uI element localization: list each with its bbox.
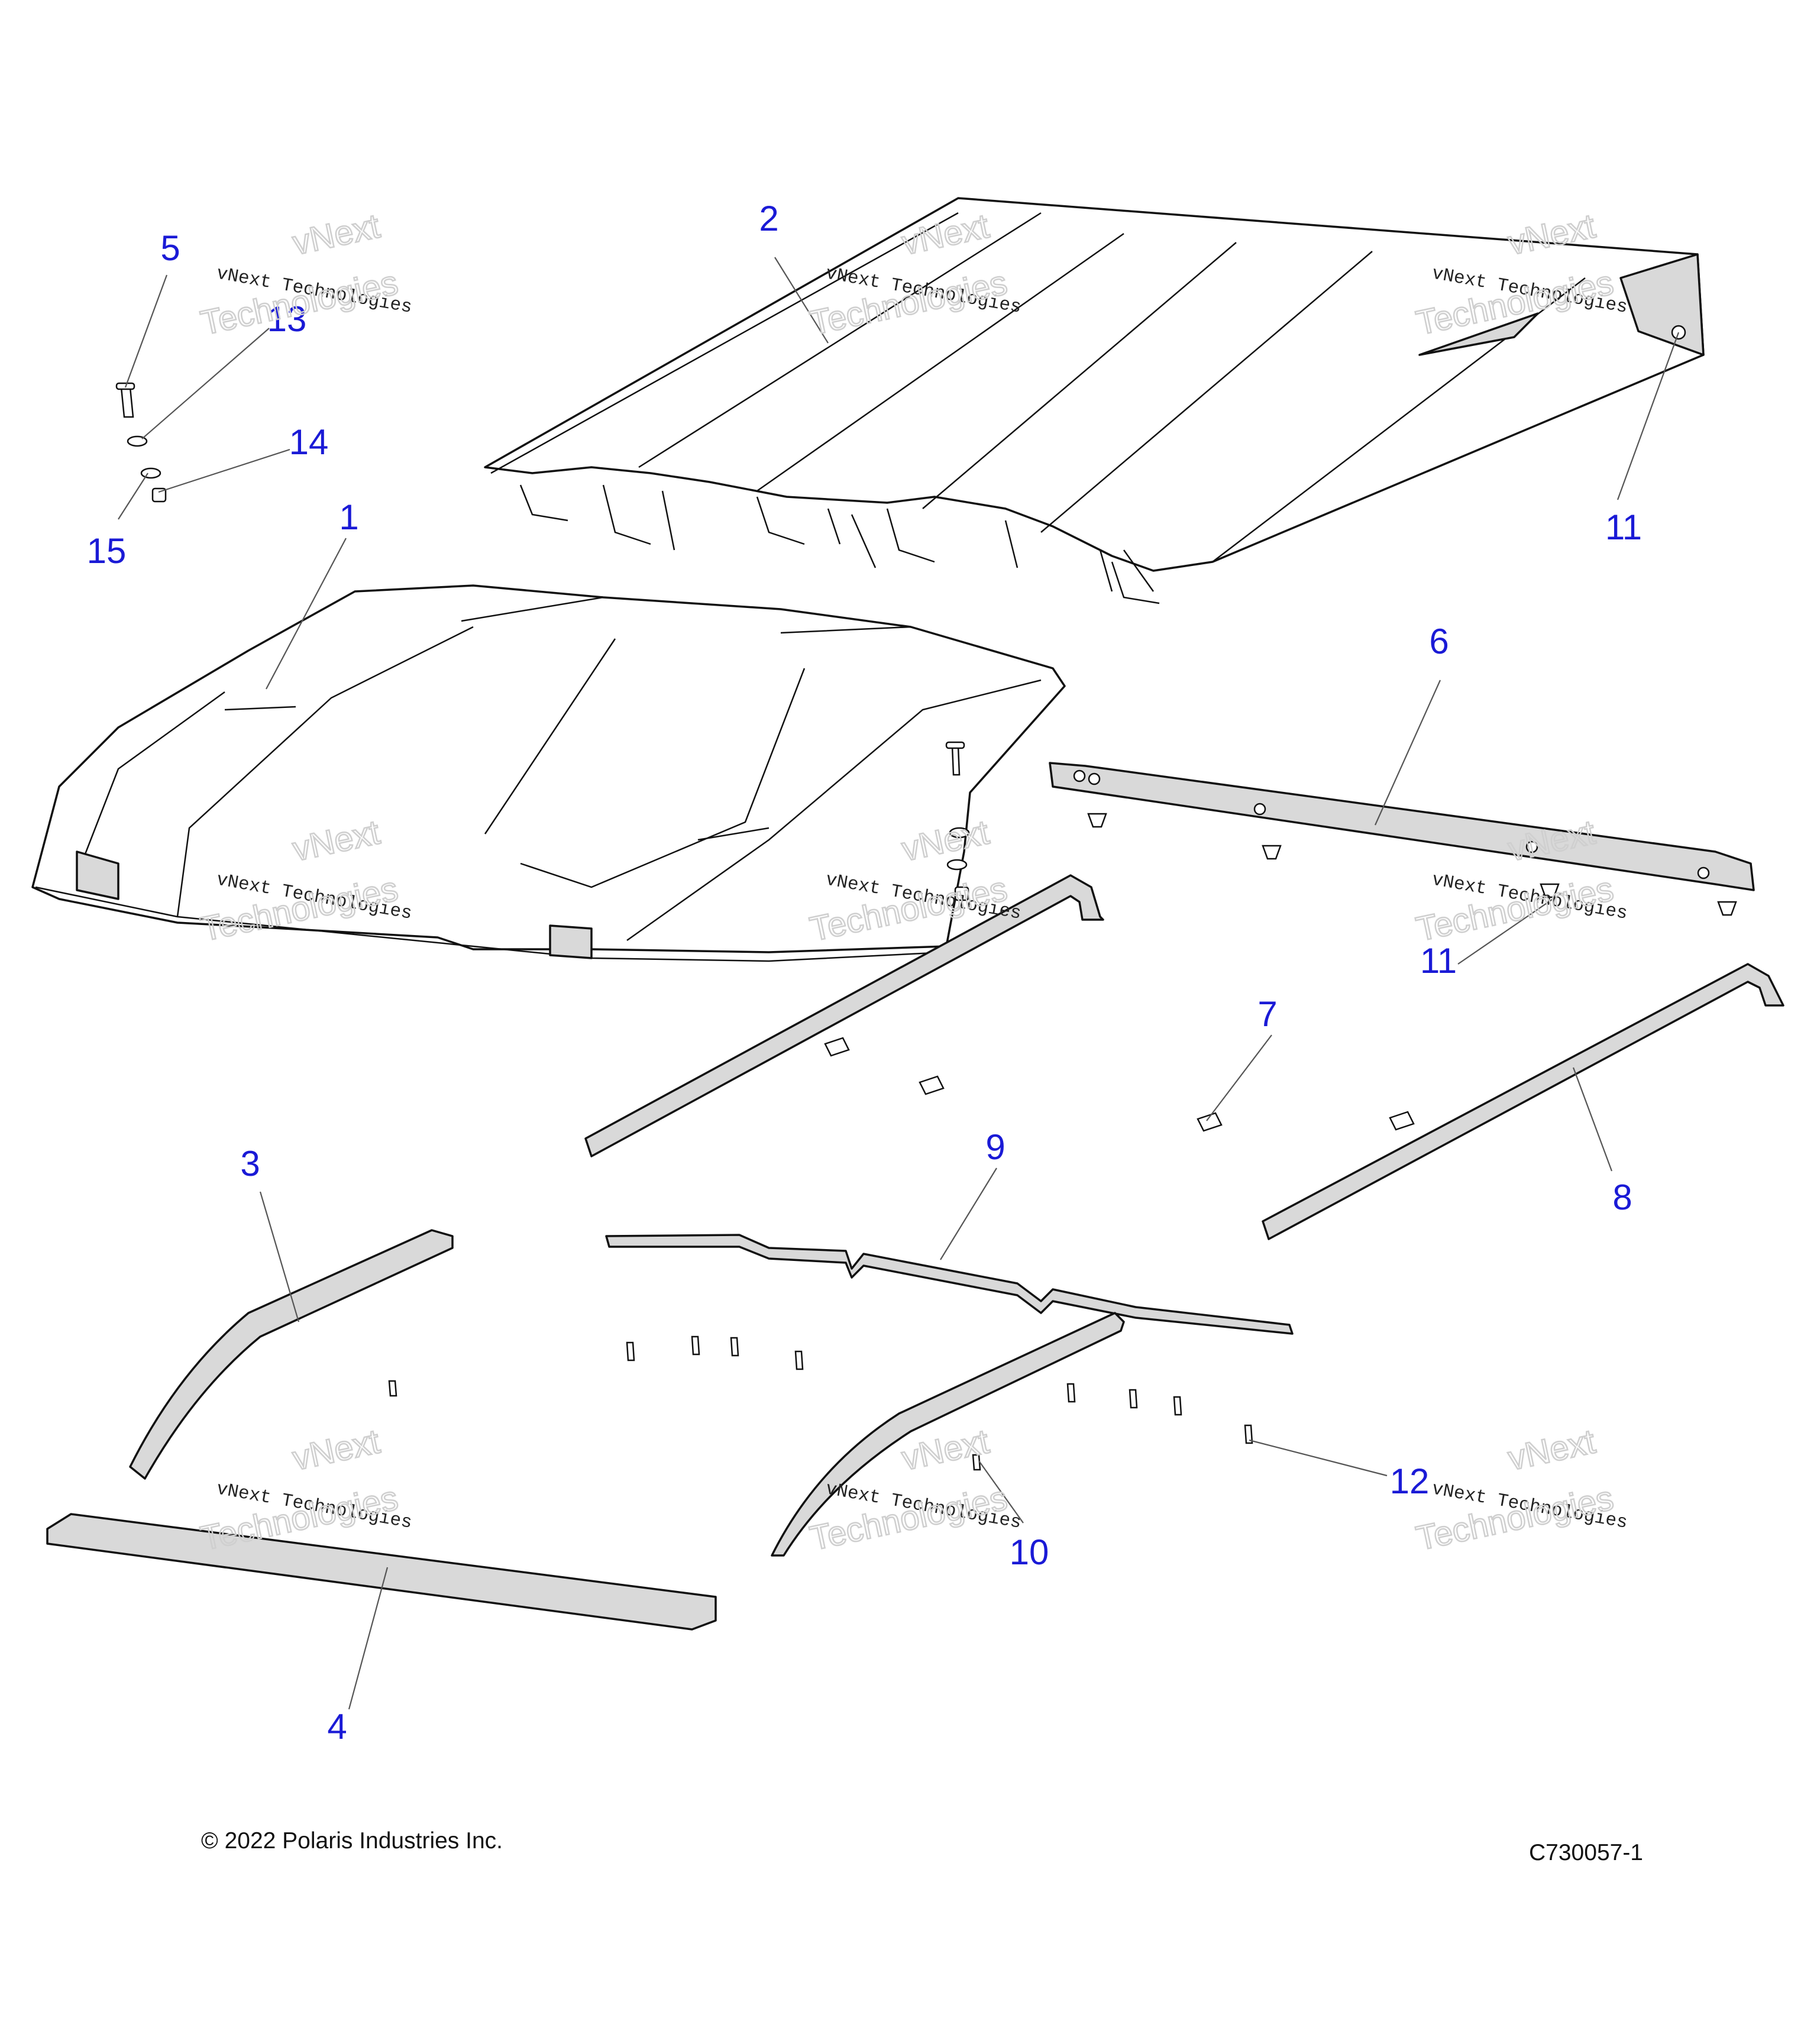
part-rear-rail	[1049, 762, 1755, 891]
callout-12: 12	[1390, 1461, 1430, 1501]
part-front-arc-left	[129, 1229, 454, 1480]
watermark-top-left: vNext Technologies vNext Technologies	[197, 206, 414, 343]
callout-11-mid: 11	[1420, 941, 1457, 981]
watermark-bottom-right: vNext Technologies vNext Technologies	[1412, 1421, 1630, 1558]
hardware-rivets	[388, 813, 1737, 1471]
part-side-rail-right	[1262, 963, 1784, 1240]
hardware-center	[945, 741, 970, 901]
callout-labels: 5 13 14 15 1 2 11 6 11 7 8 9 3 4 10 12	[87, 199, 1643, 1747]
callout-3: 3	[240, 1144, 260, 1183]
callout-5: 5	[160, 228, 180, 268]
part-front-bar	[46, 1513, 717, 1631]
part-front-arc-right	[771, 1312, 1125, 1557]
part-side-rail-left	[584, 874, 1104, 1157]
callout-4: 4	[327, 1707, 347, 1747]
part-curved-trim	[605, 1234, 1294, 1335]
svg-text:vNext: vNext	[289, 1422, 383, 1477]
callout-13: 13	[267, 299, 307, 339]
callout-14: 14	[289, 422, 329, 462]
diagram-code: C730057-1	[1529, 1840, 1643, 1865]
callout-6: 6	[1429, 622, 1449, 661]
callout-8: 8	[1612, 1178, 1632, 1217]
callout-10: 10	[1010, 1532, 1049, 1572]
callout-7: 7	[1257, 994, 1277, 1034]
callout-1: 1	[339, 497, 358, 537]
hardware-clips	[824, 1037, 1415, 1132]
copyright-text: © 2022 Polaris Industries Inc.	[201, 1828, 503, 1854]
callout-9: 9	[985, 1127, 1005, 1167]
svg-text:vNext: vNext	[289, 206, 383, 262]
leader-lines	[118, 257, 1680, 1710]
part-roof-shell	[31, 584, 1066, 962]
svg-text:vNext: vNext	[1505, 1422, 1599, 1477]
part-roof-panel-upper	[484, 197, 1705, 604]
callout-2: 2	[759, 199, 778, 238]
callout-11-top: 11	[1605, 507, 1642, 547]
callout-15: 15	[87, 531, 127, 571]
